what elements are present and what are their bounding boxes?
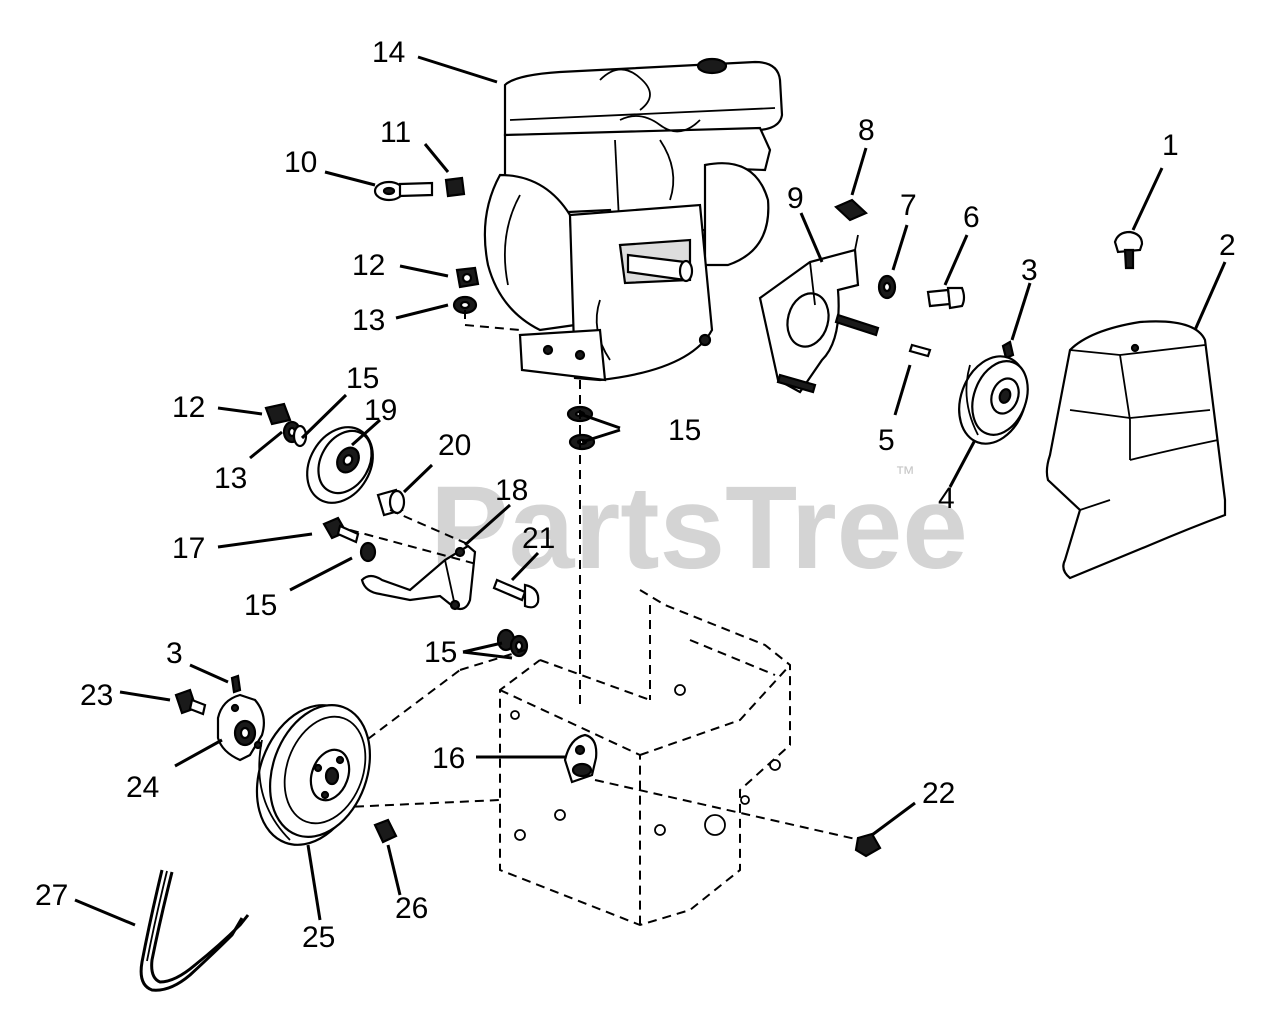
watermark-trademark: ™ <box>895 463 915 485</box>
engine-part-14[interactable] <box>483 57 784 382</box>
hub-part-24[interactable] <box>216 693 265 762</box>
callout-15-lower: 15 <box>424 636 457 669</box>
callout-17: 17 <box>172 532 205 565</box>
callout-18: 18 <box>495 474 528 507</box>
drive-pulley-part-25[interactable] <box>238 690 387 860</box>
callout-11: 11 <box>380 116 411 149</box>
nut-part-26[interactable] <box>373 818 398 844</box>
bolt-part-21[interactable] <box>492 578 540 609</box>
belt-guard-part-2[interactable] <box>1045 320 1227 580</box>
callout-15-engine: 15 <box>668 414 701 447</box>
callout-1: 1 <box>1162 129 1179 162</box>
callout-8: 8 <box>858 114 875 147</box>
callout-12-upper: 12 <box>352 249 385 282</box>
callout-14: 14 <box>372 36 405 69</box>
callout-labels: 1 2 3 3 4 5 6 7 8 9 10 11 12 12 13 13 14… <box>35 36 1236 954</box>
nut-part-12-lower[interactable] <box>264 402 292 426</box>
washer-part-15-arm[interactable] <box>359 541 377 563</box>
callout-15-arm: 15 <box>244 589 277 622</box>
callout-3-upper: 3 <box>1021 254 1038 287</box>
callout-23: 23 <box>80 679 113 712</box>
engine-pulley-part-4[interactable] <box>948 347 1039 453</box>
clip-part-8[interactable] <box>834 198 868 222</box>
idler-pulley-part-19[interactable] <box>294 415 386 514</box>
callout-20: 20 <box>438 429 471 462</box>
bracket-part-9[interactable] <box>758 234 880 394</box>
callout-16: 16 <box>432 742 465 775</box>
key-part-3-upper[interactable] <box>1001 340 1015 360</box>
bolt-part-6[interactable] <box>926 286 966 310</box>
bolt-part-23[interactable] <box>174 688 207 716</box>
nut-part-22[interactable] <box>854 832 882 858</box>
leader-lines <box>74 55 1227 927</box>
callout-12-lower: 12 <box>172 391 205 424</box>
stud-plate-part-16[interactable] <box>563 733 598 784</box>
key-part-3-lower[interactable] <box>230 674 242 694</box>
callout-26: 26 <box>395 892 428 925</box>
idler-arm-part-18[interactable] <box>360 544 477 611</box>
callout-9: 9 <box>787 182 804 215</box>
bolt-part-1[interactable] <box>1113 230 1144 270</box>
nut-part-7[interactable] <box>877 274 897 300</box>
belt-part-27[interactable] <box>139 869 250 992</box>
key-part-5[interactable] <box>908 343 932 358</box>
frame-dashed <box>319 310 861 927</box>
callout-22: 22 <box>922 777 955 810</box>
callout-15-idler: 15 <box>346 362 379 395</box>
callout-24: 24 <box>126 771 159 804</box>
callout-5: 5 <box>878 424 895 457</box>
callout-6: 6 <box>963 201 980 234</box>
callout-3-lower: 3 <box>166 637 183 670</box>
nut-part-12-upper[interactable] <box>455 266 480 289</box>
callout-2: 2 <box>1219 229 1236 262</box>
callout-4: 4 <box>938 482 955 515</box>
callout-19: 19 <box>364 394 397 427</box>
callout-27: 27 <box>35 879 68 912</box>
callout-13-upper: 13 <box>352 304 385 337</box>
washers-part-15-lower[interactable] <box>496 628 529 658</box>
callout-10: 10 <box>284 146 317 179</box>
nut-part-11[interactable] <box>444 176 466 198</box>
callout-7: 7 <box>900 189 917 222</box>
callout-21: 21 <box>522 522 555 555</box>
spacer-part-20[interactable] <box>376 488 406 517</box>
callout-25: 25 <box>302 921 335 954</box>
callout-13-lower: 13 <box>214 462 247 495</box>
bolt-part-10[interactable] <box>373 180 434 202</box>
